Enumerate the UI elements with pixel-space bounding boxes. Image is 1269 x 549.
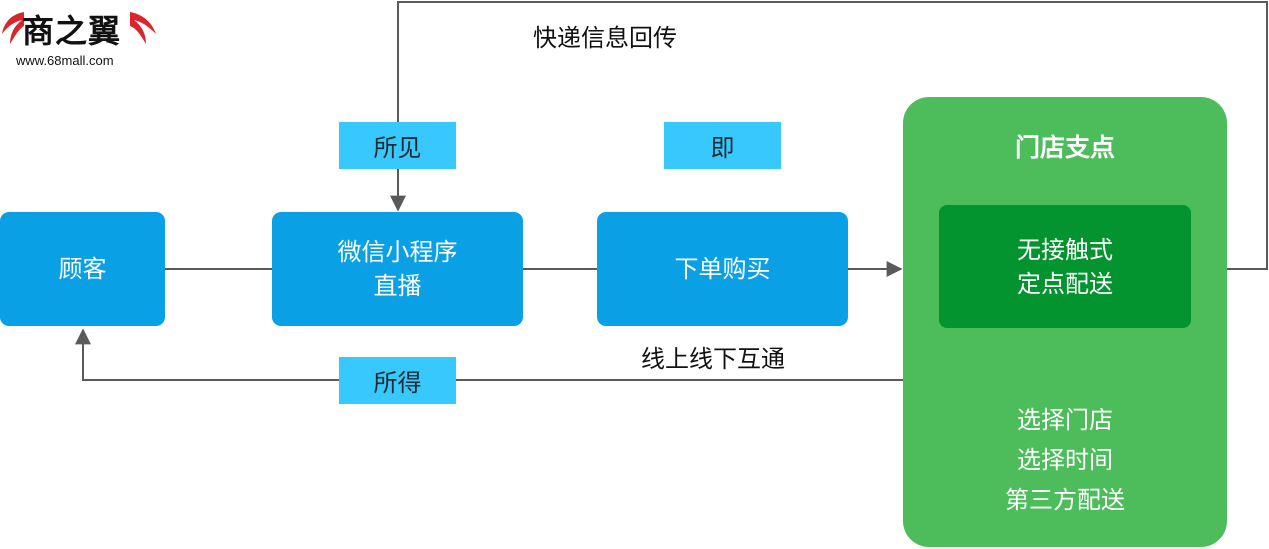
store-option-select-time: 选择时间 bbox=[1017, 446, 1113, 474]
store-panel-title: 门店支点 bbox=[1014, 133, 1115, 162]
logo-url: www.68mall.com bbox=[16, 53, 114, 68]
left-wing-icon bbox=[2, 12, 24, 44]
node-mini-program-line1: 微信小程序 bbox=[337, 238, 458, 266]
node-contactless-line2: 定点配送 bbox=[1017, 269, 1113, 298]
node-place-order: 下单购买 bbox=[597, 212, 848, 326]
node-contactless-delivery: 无接触式 定点配送 bbox=[939, 205, 1191, 328]
node-mini-program-line2: 直播 bbox=[373, 272, 422, 300]
node-mini-program-live: 微信小程序 直播 bbox=[272, 212, 523, 326]
node-customer-label: 顾客 bbox=[58, 255, 107, 283]
node-customer: 顾客 bbox=[0, 212, 165, 326]
node-contactless-line1: 无接触式 bbox=[1017, 235, 1113, 264]
store-option-third-party: 第三方配送 bbox=[1005, 486, 1125, 514]
node-place-order-label: 下单购买 bbox=[674, 255, 771, 283]
store-option-select-store: 选择门店 bbox=[1017, 406, 1113, 434]
tag-seen: 所见 bbox=[339, 122, 456, 169]
tag-instant: 即 bbox=[664, 122, 781, 169]
right-wing-icon bbox=[130, 12, 156, 44]
store-options-list: 选择门店 选择时间 第三方配送 bbox=[903, 400, 1227, 520]
online-offline-label: 线上线下互通 bbox=[641, 345, 785, 373]
tag-obtained: 所得 bbox=[339, 357, 456, 404]
logo-name: 商之翼 bbox=[22, 12, 122, 50]
logo: 商之翼 www.68mall.com bbox=[0, 0, 160, 75]
arrow-feedback-loop bbox=[390, 1, 1268, 270]
express-feedback-label: 快递信息回传 bbox=[533, 24, 677, 52]
